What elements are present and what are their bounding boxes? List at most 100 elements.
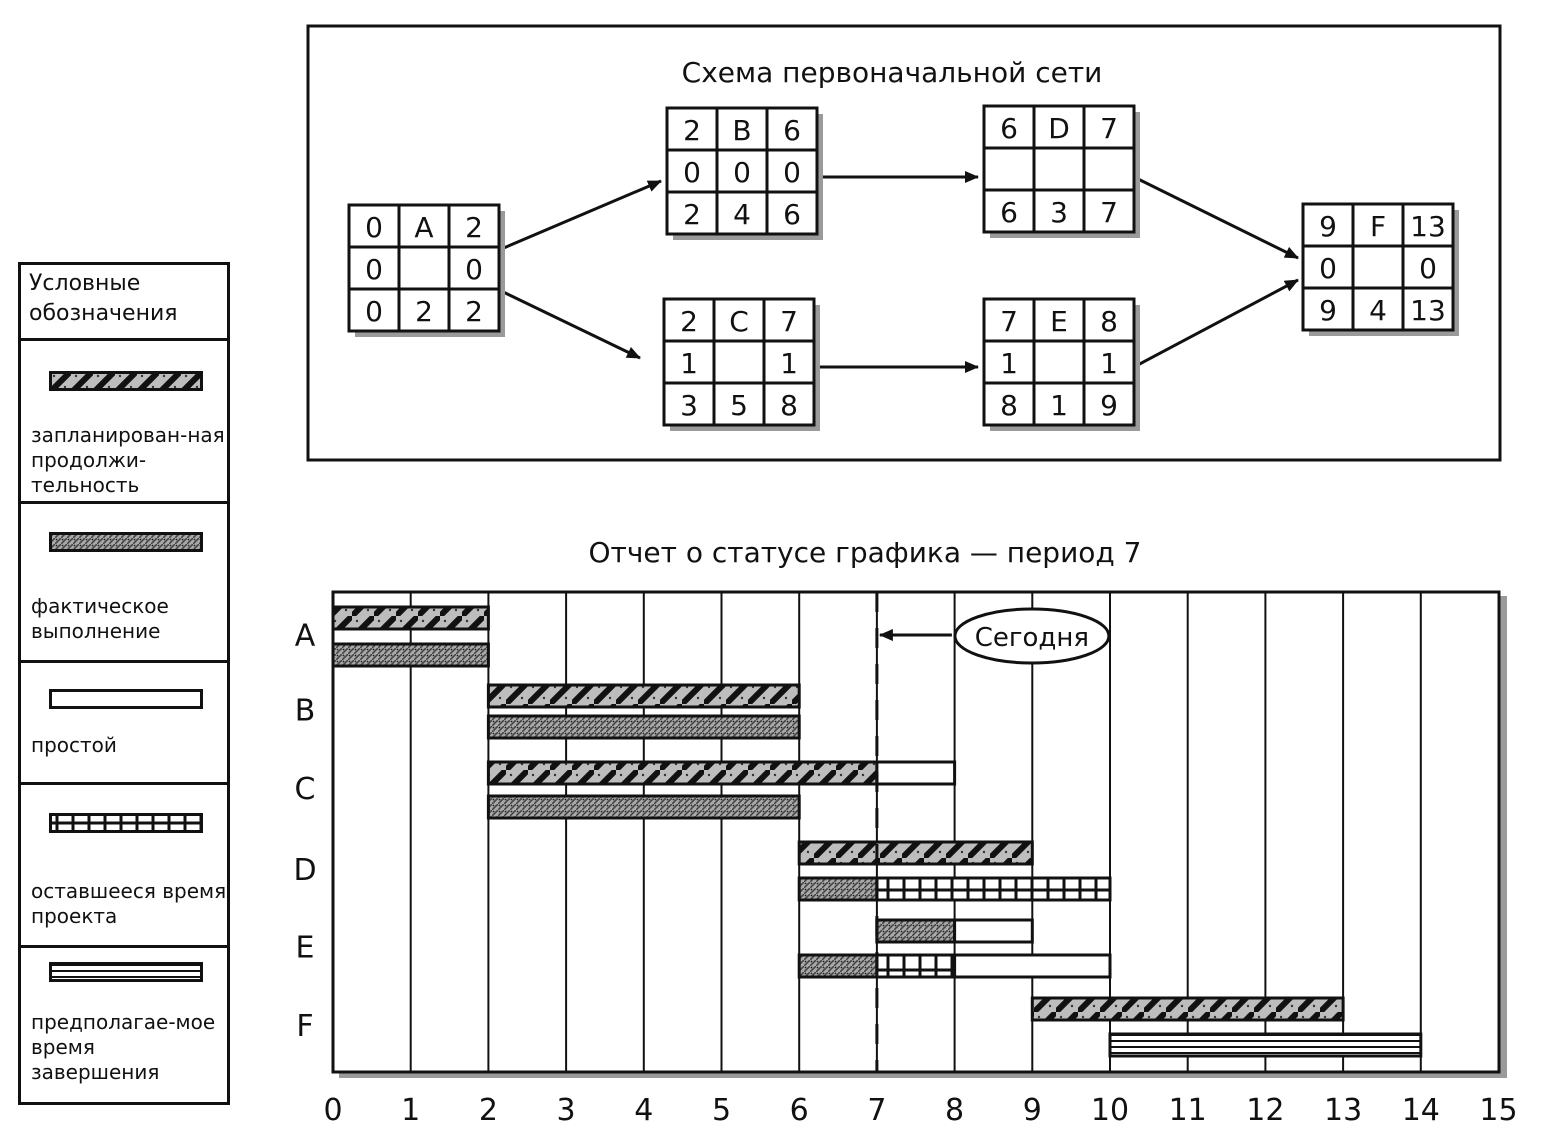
bar-a-actual [331, 642, 490, 668]
row-label-f: F [296, 1009, 313, 1044]
node-cell: 13 [1410, 294, 1446, 327]
legend-panel: Условные обозначения запланирован-ная пр… [18, 262, 230, 1105]
node-cell: 4 [1369, 294, 1387, 327]
node-cell: 8 [1100, 305, 1118, 338]
node-cell: B [732, 114, 751, 147]
network-frame [306, 24, 1502, 462]
node-cell: 0 [365, 295, 383, 328]
legend-label-remaining: оставшееся время проекта [31, 879, 227, 928]
node-box [1301, 202, 1455, 332]
node-cell: 2 [680, 305, 698, 338]
x-tick-label: 1 [401, 1093, 420, 1128]
x-tick-label: 6 [790, 1093, 809, 1128]
node-cell: F [1370, 210, 1386, 243]
edge-d-f [1133, 175, 1299, 260]
node-cell: 9 [1100, 389, 1118, 422]
node-cell: 9 [1319, 210, 1337, 243]
edge-a-c [498, 288, 641, 360]
x-tick-label: 5 [712, 1093, 731, 1128]
bar-f-forecast [1108, 1032, 1423, 1058]
bar-e-actual [797, 953, 879, 979]
network-title: Схема первоначальной сети [682, 56, 1103, 89]
node-cell: 1 [1100, 347, 1118, 380]
gantt-title: Отчет о статусе графика — период 7 [589, 536, 1142, 569]
node-cell: 0 [365, 253, 383, 286]
legend-title: Условные обозначения [21, 265, 227, 341]
x-tick-label: 7 [867, 1093, 886, 1128]
node-cell: 1 [780, 347, 798, 380]
node-cell: 0 [683, 156, 701, 189]
node-cell: A [414, 211, 433, 244]
x-tick-label: 8 [945, 1093, 964, 1128]
bar-d-remaining [875, 876, 1112, 902]
legend-label-forecast: предполагае-мое время завершения [31, 1010, 216, 1084]
x-tick-label: 12 [1246, 1093, 1284, 1128]
x-tick-label: 13 [1324, 1093, 1362, 1128]
network-edges [498, 171, 1299, 373]
row-label-b: B [295, 694, 316, 729]
x-tick-label: 15 [1479, 1093, 1517, 1128]
x-tick-label: 0 [323, 1093, 342, 1128]
node-cell: 0 [1419, 252, 1437, 285]
today-marker: Сегодня [875, 592, 1111, 1072]
node-cell: 3 [1050, 196, 1068, 229]
bar-c-slack [875, 760, 957, 786]
node-cell: 1 [1050, 389, 1068, 422]
legend-item-remaining: оставшееся время проекта [21, 785, 227, 948]
node-cell: 2 [683, 114, 701, 147]
bar-e-slack-top [953, 918, 1034, 944]
bar-a-planned [331, 605, 490, 631]
node-box [982, 104, 1136, 234]
node-cell: 6 [783, 198, 801, 231]
forecast-swatch [49, 962, 203, 982]
node-cell: 1 [680, 347, 698, 380]
legend-label-planned: запланирован-ная продолжи-тельность [31, 423, 225, 497]
x-tick-label: 9 [1023, 1093, 1042, 1128]
x-tick-label: 4 [634, 1093, 653, 1128]
gantt-bars [331, 605, 1423, 1058]
node-cell: C [729, 305, 749, 338]
bar-e-slack [953, 953, 1112, 979]
node-cell: 0 [733, 156, 751, 189]
node-cell: 6 [1000, 112, 1018, 145]
row-label-e: E [296, 931, 315, 966]
node-cell: D [1048, 112, 1070, 145]
node-cell: 7 [1000, 305, 1018, 338]
node-cell: 2 [683, 198, 701, 231]
gantt-shadow [339, 596, 1507, 1078]
bar-b-planned [486, 683, 801, 709]
bar-e-actual-top [875, 918, 957, 944]
row-label-d: D [293, 853, 316, 888]
today-callout [953, 607, 1111, 665]
row-label-a: A [295, 619, 316, 654]
node-cell: 0 [783, 156, 801, 189]
x-tick-label: 11 [1169, 1093, 1207, 1128]
bar-d-actual [797, 876, 879, 902]
node-cell: 0 [365, 211, 383, 244]
node-box [662, 297, 816, 427]
node-cell: 1 [1000, 347, 1018, 380]
node-cell: E [1050, 305, 1068, 338]
node-cell: 8 [1000, 389, 1018, 422]
node-cell: 3 [680, 389, 698, 422]
node-cell: 6 [783, 114, 801, 147]
x-tick-label: 10 [1091, 1093, 1129, 1128]
node-box [982, 297, 1136, 427]
node-cell: 4 [733, 198, 751, 231]
x-tick-label: 2 [479, 1093, 498, 1128]
node-cell: 13 [1410, 210, 1446, 243]
bar-f-planned [1030, 996, 1345, 1022]
today-label: Сегодня [975, 623, 1089, 653]
node-cell: 5 [730, 389, 748, 422]
edge-a-b [498, 179, 662, 252]
legend-item-forecast: предполагае-мое время завершения [21, 948, 227, 1103]
gantt-grid [409, 592, 1422, 1072]
bar-e-planned [875, 918, 957, 944]
legend-label-slack: простой [31, 733, 117, 757]
